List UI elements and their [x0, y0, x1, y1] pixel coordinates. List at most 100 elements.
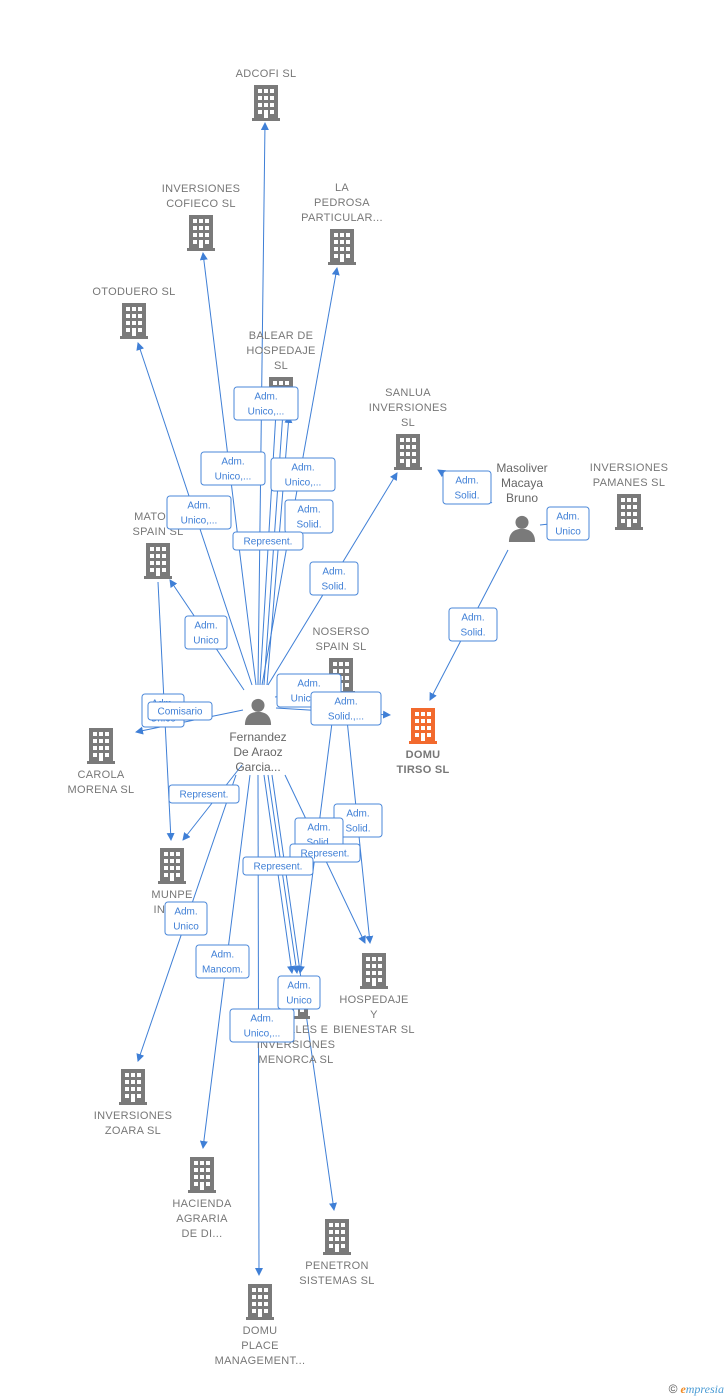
company-label: Y — [370, 1009, 378, 1021]
company-label: LA — [335, 182, 349, 194]
edge-label-text: Adm. — [250, 1014, 273, 1025]
edge-label-box — [233, 386, 299, 421]
company-label: BALEAR DE — [249, 330, 313, 342]
company-label: COFIECO SL — [166, 198, 236, 210]
edge-label-text: Adm. — [334, 697, 357, 708]
edge-label-text: Adm. — [455, 476, 478, 487]
edge-label-text: Unico,... — [291, 694, 328, 705]
edge-label-text: Solid. — [460, 628, 485, 639]
company-label: SANLUA — [385, 387, 431, 399]
company-label: PLACE — [241, 1340, 279, 1352]
edge-label-box — [546, 506, 590, 541]
company-label: INVERSIONES — [94, 1110, 173, 1122]
edge-label-munpe-adm[interactable]: Adm.Unico — [164, 901, 208, 936]
building-icon — [246, 1284, 274, 1320]
edge-label-balear-solid[interactable]: Adm. Solid. — [284, 499, 334, 534]
edge-label-munpe-represent[interactable]: Represent. — [168, 784, 240, 804]
building-icon — [252, 85, 280, 121]
company-node-adcofi[interactable]: ADCOFI SL — [236, 68, 297, 121]
edge-label-carola-comisario[interactable]: Comisario — [147, 701, 213, 721]
edge-label-text: Unico — [193, 636, 219, 647]
edge-label-text: Solid.,... — [328, 712, 364, 723]
person-label: Fernandez — [229, 730, 286, 744]
edge-label-box — [448, 607, 498, 642]
edge-label-domu-tirso-solid[interactable]: Adm. Solid.,... — [310, 691, 382, 726]
edge-label-text: Unico — [173, 922, 199, 933]
company-node-domu-place[interactable]: DOMUPLACEMANAGEMENT... — [215, 1284, 306, 1367]
edge-label-text: Adm. — [297, 679, 320, 690]
edge-label-text: Adm. — [291, 463, 314, 474]
edge-label-masoliver-sanlua[interactable]: Adm. Solid. — [442, 470, 492, 505]
building-icon — [187, 215, 215, 251]
company-label: HOSPEDAJE — [246, 345, 315, 357]
edge-label-box — [168, 784, 240, 804]
building-icon — [158, 848, 186, 884]
edge-label-box — [164, 901, 208, 936]
edge-label-text: Adm. — [194, 621, 217, 632]
footer-brand: © empresia — [669, 1382, 724, 1397]
edge-label-masoliver-domu[interactable]: Adm.Solid. — [448, 607, 498, 642]
building-icon — [188, 1157, 216, 1193]
person-label: Garcia... — [235, 760, 280, 774]
copyright-symbol: © — [668, 1382, 678, 1396]
edge-label-balear-represent[interactable]: Represent. — [232, 531, 304, 551]
edge-label-box — [242, 856, 314, 876]
edge-label-box — [232, 531, 304, 551]
company-label: MANAGEMENT... — [215, 1355, 306, 1367]
edge-label-matoce-adm[interactable]: Adm. Unico — [184, 615, 228, 650]
edge-label-menorca-represent[interactable]: Represent. — [242, 856, 314, 876]
person-label: Macaya — [501, 476, 543, 490]
company-label: SL — [401, 417, 415, 429]
edge-label-text: Unico,... — [215, 472, 252, 483]
edge-label-sanlua-solid[interactable]: Adm.Solid. — [309, 561, 359, 596]
person-label: Bruno — [506, 491, 538, 505]
edge-label-masoliver-pamanes[interactable]: Adm.Unico — [546, 506, 590, 541]
edge-label-text: Adm. — [297, 505, 320, 516]
edge-label-hospedaje-solid[interactable]: Adm.Solid. — [333, 803, 383, 838]
edge-label-text: Solid. — [454, 491, 479, 502]
company-node-pedrosa[interactable]: LAPEDROSAPARTICULAR... — [301, 182, 383, 265]
company-node-otoduero[interactable]: OTODUERO SL — [92, 286, 175, 339]
edge-label-otoduero-adm[interactable]: Adm.Unico,... — [166, 495, 232, 530]
edge-label-text: Adm. — [187, 501, 210, 512]
edge-label-text: Unico,... — [248, 407, 285, 418]
edge-label-hacienda-mancom[interactable]: Adm.Mancom. — [195, 944, 250, 979]
building-icon — [119, 1069, 147, 1105]
edge-label-penetron-adm[interactable]: Adm.Unico — [277, 975, 321, 1010]
edge-label-domu-place-adm[interactable]: Adm.Unico,... — [229, 1008, 295, 1043]
company-label: AGRARIA — [176, 1213, 228, 1225]
company-label: INVERSIONES — [590, 462, 669, 474]
company-label: OTODUERO SL — [92, 286, 175, 298]
edge-label-cofieco-adm[interactable]: Adm.Unico,... — [200, 451, 266, 486]
edge-label-text: Represent. — [244, 537, 293, 548]
edge-label-text: Adm. — [254, 392, 277, 403]
edge-label-pedrosa-adm[interactable]: Adm.Unico,... — [270, 457, 336, 492]
edge-label-text: Adm. — [322, 567, 345, 578]
edge-label-box — [195, 944, 250, 979]
edge-label-text: Solid. — [296, 520, 321, 531]
building-icon — [615, 494, 643, 530]
edge-label-text: Solid. — [306, 838, 331, 849]
edge-label-text: Mancom. — [202, 965, 243, 976]
edge-label-box — [147, 701, 213, 721]
company-label: PARTICULAR... — [301, 212, 383, 224]
company-label: ADCOFI SL — [236, 68, 297, 80]
edge-label-box — [309, 561, 359, 596]
brand-logo-e: e — [680, 1382, 686, 1396]
company-label: TIRSO SL — [396, 764, 449, 776]
edge-label-balear-adm[interactable]: Adm. Unico,... — [233, 386, 299, 421]
